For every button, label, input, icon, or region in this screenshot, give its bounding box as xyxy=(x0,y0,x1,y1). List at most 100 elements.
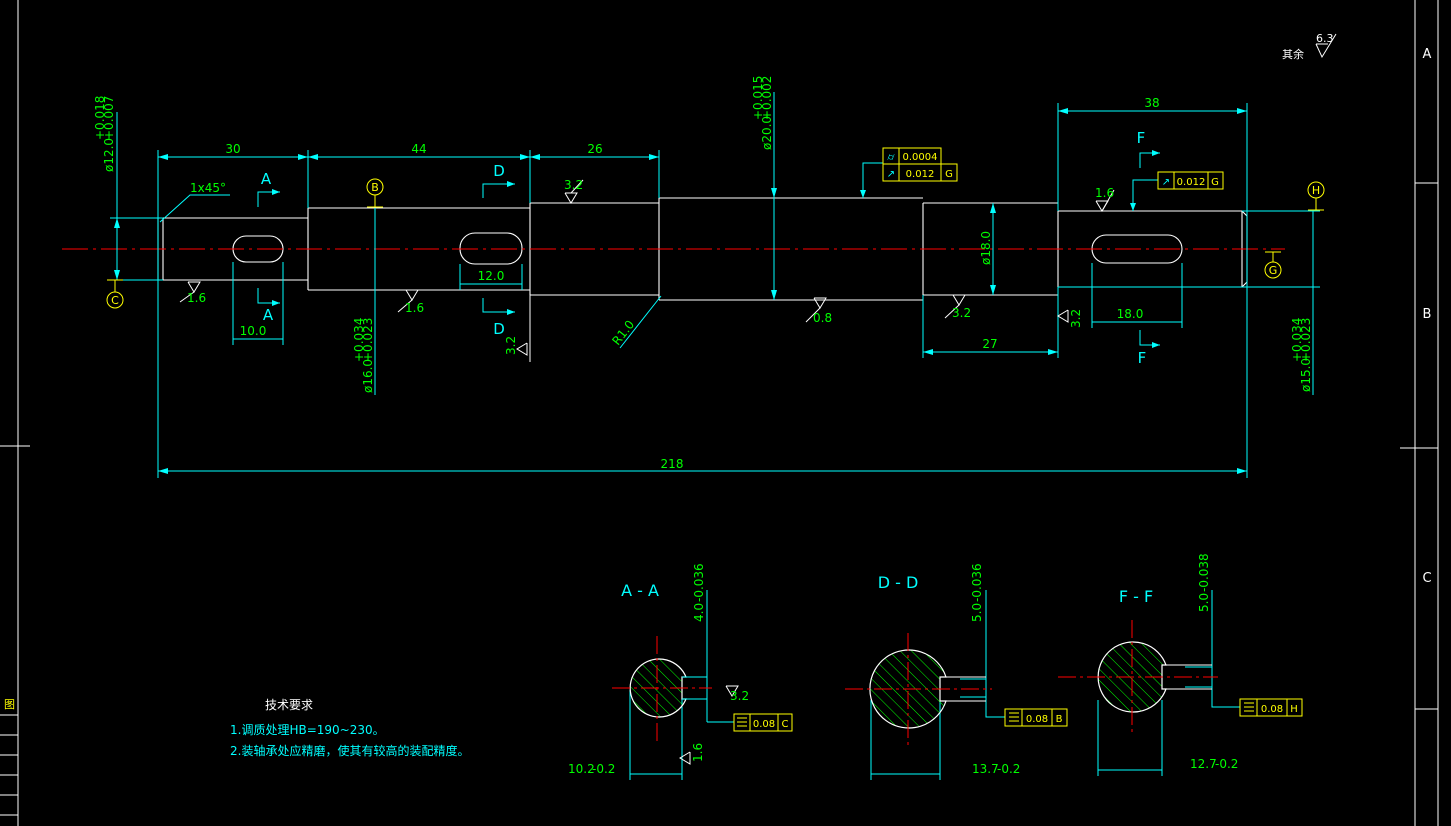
section-a-width-tol: -0.2 xyxy=(592,762,615,776)
section-mark-a-top: A xyxy=(261,170,272,188)
dim-radius: R1.0 xyxy=(609,318,637,348)
gdt-runout-datum-1: G xyxy=(945,169,953,180)
dim-dia-20: ø20.0 xyxy=(760,116,774,150)
dim-dia-20-group: ø20.0 +0.015 +0.002 xyxy=(751,76,774,150)
datum-c-label: C xyxy=(111,294,119,307)
dim-dia-16-tol-upper: +0.034 xyxy=(352,318,366,362)
gdt-runout-datum-2: G xyxy=(1211,177,1219,188)
section-title-d: D - D xyxy=(878,573,919,592)
dimension-arrows xyxy=(114,108,1247,474)
section-title-a: A - A xyxy=(621,581,659,600)
roughness-label-4: 0.8 xyxy=(813,311,832,325)
section-view-f: F - F 5.0 -0.038 12.7 -0.2 0.08 H xyxy=(1058,553,1303,771)
dim-dia-15-tol-upper: +0.034 xyxy=(1290,318,1304,362)
roughness-label-2: 1.6 xyxy=(405,301,424,315)
dim-dia-15: ø15.0 xyxy=(1299,358,1313,392)
section-mark-d-top: D xyxy=(493,162,505,180)
section-mark-f-top: F xyxy=(1137,129,1146,147)
dim-length-218: 218 xyxy=(661,457,684,471)
roughness-icons xyxy=(179,179,1115,362)
roughness-label-1: 1.6 xyxy=(187,291,206,305)
dim-dia-15-tol-lower: +0.023 xyxy=(1299,318,1313,362)
tech-requirements-line-1: 1.调质处理HB=190~230。 xyxy=(230,723,385,737)
section-f-depth-tol: -0.038 xyxy=(1197,553,1211,592)
section-a-symmetry-icon xyxy=(737,717,747,727)
section-a-depth-tol: -0.036 xyxy=(692,563,706,602)
section-a-roughness-1: 3.2 xyxy=(730,689,749,703)
dim-dia-12-group: ø12.0 +0.018 +0.007 xyxy=(93,96,116,172)
dim-dia-18: ø18.0 xyxy=(979,231,993,265)
zone-label-a: A xyxy=(1423,47,1432,62)
dim-dia-20-tol-upper: +0.015 xyxy=(751,76,765,120)
section-d-symmetry-icon xyxy=(1009,712,1019,722)
zone-label-c: C xyxy=(1422,571,1431,586)
gdt-cylindricity-value: 0.0004 xyxy=(903,152,938,163)
gdt-frame-cylindricity xyxy=(882,147,958,182)
dim-dia-12-tol-upper: +0.018 xyxy=(93,96,107,140)
surface-note-label: 其余 xyxy=(1282,47,1304,61)
section-d-width: 13.7 xyxy=(972,762,999,776)
title-block-fragment: 图 xyxy=(4,698,15,711)
section-a-width: 10.2 xyxy=(568,762,595,776)
roughness-label-7: 3.2 xyxy=(1069,309,1083,328)
dim-dia-15-group: ø15.0 +0.034 +0.023 xyxy=(1290,318,1313,392)
section-f-datum: H xyxy=(1290,704,1298,715)
tech-requirements: 技术要求 1.调质处理HB=190~230。 2.装轴承处应精磨，使其有较高的装… xyxy=(230,698,469,758)
section-d-depth: 5.0 xyxy=(970,603,984,622)
dim-length-44: 44 xyxy=(411,142,426,156)
section-d-width-tol: -0.2 xyxy=(997,762,1020,776)
section-a-depth: 4.0 xyxy=(692,603,706,622)
section-view-a: A - A 4.0 -0.036 10.2 -0.2 3.2 1.6 0.08 … xyxy=(568,563,793,776)
gdt-runout-icon-1: ↗ xyxy=(887,169,895,180)
tech-requirements-line-2: 2.装轴承处应精磨，使其有较高的装配精度。 xyxy=(230,743,469,758)
roughness-label-3: 3.2 xyxy=(564,178,583,192)
dim-chamfer: 1x45° xyxy=(190,181,226,195)
datum-icons xyxy=(106,178,1325,309)
dim-dia-12-tol-lower: +0.007 xyxy=(102,96,116,140)
section-mark-a-bottom: A xyxy=(263,306,274,324)
dim-key-10: 10.0 xyxy=(240,324,267,338)
section-title-f: F - F xyxy=(1119,587,1153,606)
section-f-width-tol: -0.2 xyxy=(1215,757,1238,771)
datum-b-label: B xyxy=(371,181,379,194)
section-f-sym-value: 0.08 xyxy=(1261,704,1283,715)
section-d-sym-value: 0.08 xyxy=(1026,714,1048,725)
dim-dia-12: ø12.0 xyxy=(102,138,116,172)
section-d-depth-tol: -0.036 xyxy=(970,563,984,602)
dim-length-27: 27 xyxy=(982,337,997,351)
section-mark-f-bottom: F xyxy=(1138,349,1147,367)
tech-requirements-title: 技术要求 xyxy=(265,698,313,712)
dim-length-26: 26 xyxy=(587,142,602,156)
dim-dia-16: ø16.0 xyxy=(361,359,375,393)
dim-key-18: 18.0 xyxy=(1117,307,1144,321)
zone-label-b: B xyxy=(1423,307,1432,322)
section-view-d: D - D 5.0 -0.036 13.7 -0.2 0.08 B xyxy=(845,563,1068,776)
surface-note-roughness-icon xyxy=(1315,33,1337,59)
dim-dia-16-tol-lower: +0.023 xyxy=(361,318,375,362)
datum-g-label: G xyxy=(1269,264,1278,277)
gdt-runout-icon-2: ↗ xyxy=(1162,177,1170,188)
section-f-symmetry-icon xyxy=(1244,702,1254,712)
section-d-datum: B xyxy=(1056,714,1063,725)
roughness-label-5: 3.2 xyxy=(952,306,971,320)
gdt-runout-value-1: 0.012 xyxy=(906,169,935,180)
section-f-width: 12.7 xyxy=(1190,757,1217,771)
dim-length-38: 38 xyxy=(1144,96,1159,110)
gdt-cylindricity-icon: ⌭ xyxy=(887,152,895,163)
dim-key-12: 12.0 xyxy=(478,269,505,283)
section-f-depth: 5.0 xyxy=(1197,593,1211,612)
surface-note-value: 6.3 xyxy=(1316,32,1334,45)
dim-length-30: 30 xyxy=(225,142,240,156)
section-a-roughness-2: 1.6 xyxy=(691,743,705,762)
gdt-runout-value-2: 0.012 xyxy=(1177,177,1206,188)
roughness-label-8: 3.2 xyxy=(504,336,518,355)
section-a-datum: C xyxy=(782,719,789,730)
dim-dia-16-group: ø16.0 +0.034 +0.023 xyxy=(352,318,375,393)
section-mark-d-bottom: D xyxy=(493,320,505,338)
dim-dia-20-tol-lower: +0.002 xyxy=(760,76,774,120)
gdt-frame-runout-2 xyxy=(1157,171,1224,190)
roughness-label-6: 1.6 xyxy=(1095,186,1114,200)
section-a-sym-value: 0.08 xyxy=(753,719,775,730)
